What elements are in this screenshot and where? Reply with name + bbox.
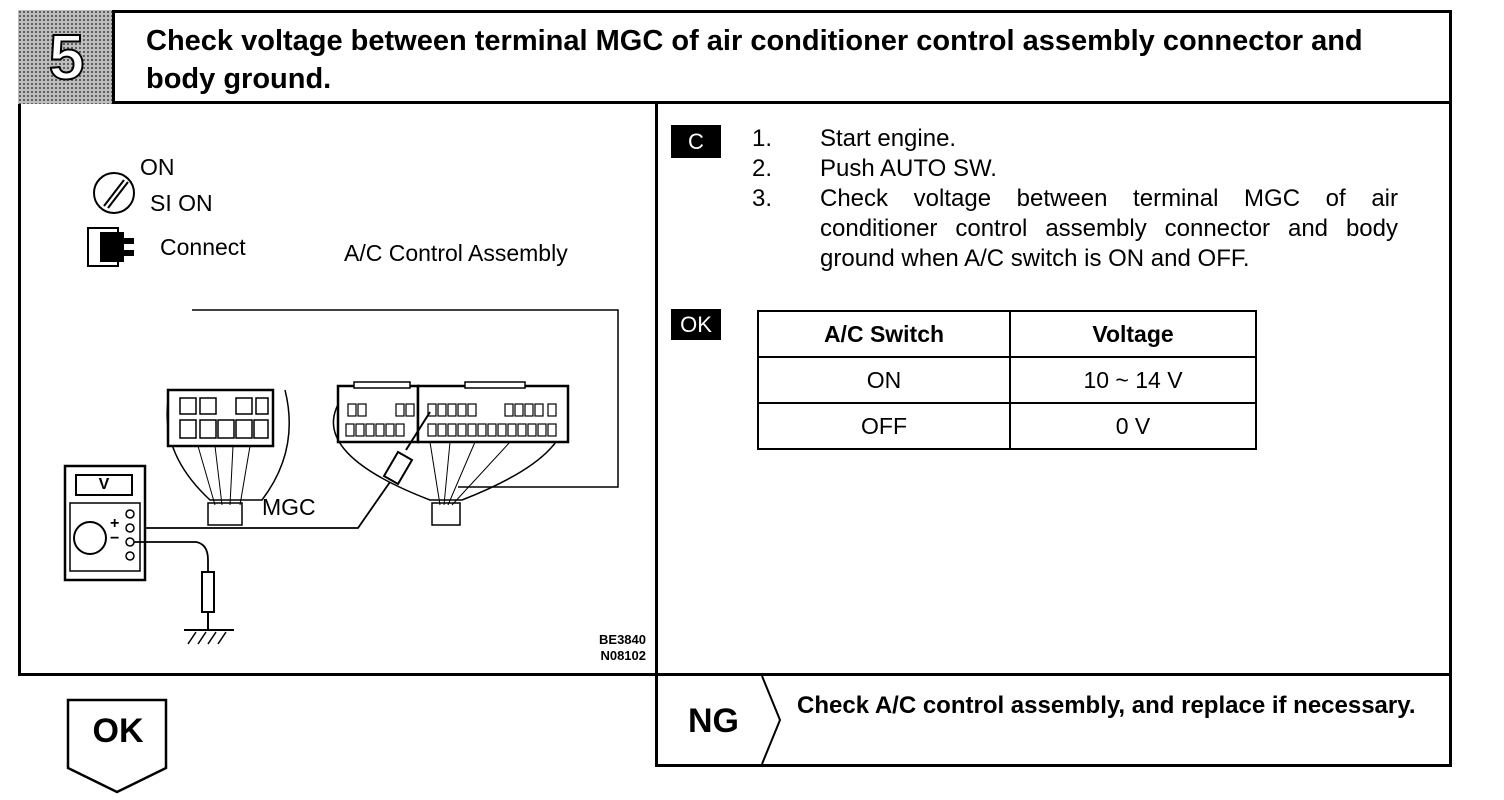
header-ac-switch: A/C Switch — [757, 310, 1011, 358]
voltmeter-icon — [63, 464, 147, 582]
ng-result-label: NG — [688, 702, 739, 740]
voltage-spec-table: A/C Switch Voltage ON 10 ~ 14 V OFF 0 V — [757, 310, 1257, 450]
step-num: 1. — [752, 125, 773, 152]
ref-code-2: N08102 — [600, 648, 646, 663]
procedure-step: 3. Check voltage between terminal MGC of… — [752, 184, 1402, 274]
ng-arrow-shape — [761, 676, 782, 764]
wiring-diagram — [63, 172, 619, 645]
step-number: 5 — [48, 20, 86, 94]
step-text: Push AUTO SW. — [820, 155, 997, 182]
connect-label: Connect — [160, 234, 246, 260]
mode-badge: C — [671, 125, 721, 158]
step-header — [18, 10, 1452, 104]
step-number-badge — [18, 10, 115, 104]
ok-spec-badge: OK — [671, 309, 721, 340]
procedure-steps: 1. Start engine. 2. Push AUTO SW. 3. Che… — [752, 124, 1402, 274]
ignition-on-label: ON — [140, 154, 175, 180]
procedure-step: 1. Start engine. — [752, 124, 1402, 154]
cell-switch: ON — [757, 356, 1011, 404]
step-num: 2. — [752, 155, 773, 182]
table-row: OFF 0 V — [757, 402, 1257, 450]
test-probe — [146, 411, 431, 529]
ground-icon — [134, 541, 234, 645]
ng-result-box — [655, 676, 1452, 767]
step-text: Start engine. — [820, 125, 957, 152]
ref-code-1: BE3840 — [599, 632, 646, 647]
step-body — [18, 104, 1452, 676]
meter-label: V — [98, 476, 110, 493]
procedure-step: 2. Push AUTO SW. — [752, 154, 1402, 184]
assembly-label: A/C Control Assembly — [344, 240, 568, 266]
meter-minus-label: − — [110, 530, 120, 547]
step-title: Check voltage between terminal MGC of ai… — [146, 25, 1363, 95]
mgc-terminal-label: MGC — [262, 494, 316, 520]
header-voltage: Voltage — [1009, 310, 1257, 358]
ok-result-shape — [66, 698, 168, 794]
table-header-row: A/C Switch Voltage — [757, 310, 1257, 358]
cell-voltage: 10 ~ 14 V — [1009, 356, 1257, 404]
ignition-key-icon — [93, 172, 135, 214]
si-on-label: SI ON — [150, 190, 213, 216]
meter-plus-label: + — [110, 515, 120, 532]
left-connector — [166, 388, 290, 526]
cell-voltage: 0 V — [1009, 402, 1257, 450]
ok-result-label: OK — [92, 712, 144, 750]
column-divider — [655, 104, 658, 766]
step-text: Check voltage between terminal MGC of ai… — [820, 185, 1398, 272]
ac-control-connector — [332, 381, 570, 526]
table-row: ON 10 ~ 14 V — [757, 356, 1257, 404]
connector-plug-icon — [87, 227, 134, 267]
ng-action-text: Check A/C control assembly, and replace … — [797, 692, 1416, 719]
cell-switch: OFF — [757, 402, 1011, 450]
step-num: 3. — [752, 185, 773, 212]
diagram-ref-codes: BE3840 N08102 — [560, 632, 646, 664]
